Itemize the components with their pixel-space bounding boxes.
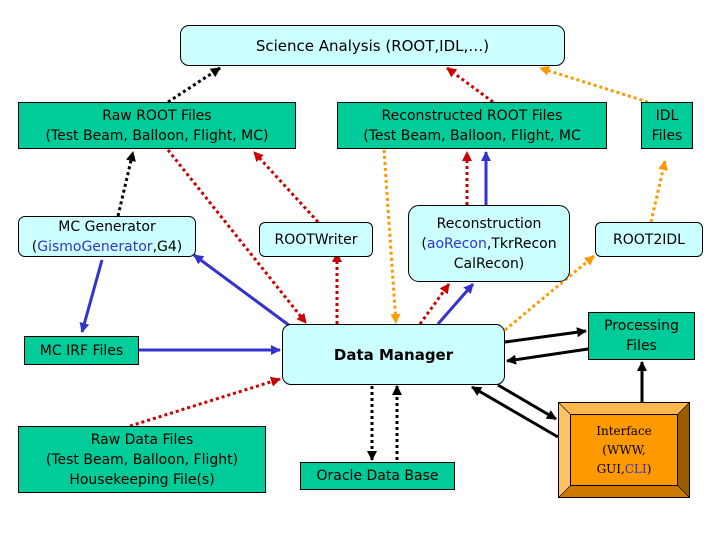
recon-root-files-node: Reconstructed ROOT Files (Test Beam, Bal… [337, 102, 607, 149]
interface-node: Interface (WWW, GUI,CLI) [558, 402, 690, 498]
gismo-generator-text: GismoGenerator [37, 238, 153, 255]
arrow-interface-to-data-manager [471, 385, 559, 439]
interface-title: Interface [596, 423, 652, 438]
aorecon-text: aoRecon [426, 235, 487, 252]
root2idl-node: ROOT2IDL [595, 222, 703, 257]
reconstruction-title: Reconstruction [436, 215, 542, 232]
raw-root-files-node: Raw ROOT Files (Test Beam, Balloon, Flig… [18, 102, 296, 149]
raw-root-files-detail: (Test Beam, Balloon, Flight, MC) [45, 127, 269, 144]
recon-root-files-detail: (Test Beam, Balloon, Flight, MC [363, 127, 581, 144]
mc-irf-files-label: MC IRF Files [39, 342, 124, 359]
science-analysis-label: Science Analysis (ROOT,IDL,…) [255, 36, 490, 55]
reconstruction-detail: (aoRecon,TkrRecon [421, 234, 556, 254]
reconstruction-rest: ,TkrRecon [486, 235, 557, 252]
recon-root-files-title: Reconstructed ROOT Files [381, 107, 563, 124]
root2idl-label: ROOT2IDL [613, 231, 685, 248]
mc-generator-node: MC Generator (GismoGenerator,G4) [18, 216, 196, 257]
reconstruction-open: ( [421, 235, 427, 252]
interface-bevel [558, 402, 690, 498]
idl-files-detail: Files [651, 127, 683, 144]
arrow-recon-root-files-to-science-analysis [446, 66, 494, 104]
arrow-mc-generator-to-raw-root-files [116, 151, 136, 217]
arrow-raw-data-files-to-data-manager [129, 376, 281, 428]
arrow-root2idl-to-idl-files [649, 160, 668, 223]
mc-generator-detail: (GismoGenerator,G4) [32, 237, 182, 257]
mc-generator-title: MC Generator [58, 218, 156, 235]
arrow-raw-root-files-to-science-analysis [167, 66, 221, 104]
interface-close: ) [646, 461, 652, 476]
arrow-idl-files-to-science-analysis [539, 65, 649, 104]
root-writer-node: ROOTWriter [259, 222, 373, 257]
interface-face: Interface (WWW, GUI,CLI) [570, 414, 678, 486]
processing-files-title: Processing [604, 318, 679, 334]
interface-gui: GUI, [596, 461, 625, 476]
arrow-data-manager-to-root2idl [504, 254, 595, 332]
idl-files-title: IDL [655, 107, 679, 124]
arrow-data-manager-to-reconstruction [418, 283, 451, 325]
interface-cli: CLI [624, 461, 647, 476]
arrow-data-manager-to-mc-generator [193, 253, 291, 328]
reconstruction-node: Reconstruction (aoRecon,TkrRecon CalReco… [408, 205, 570, 282]
arrow-data-manager-to-interface [497, 383, 557, 421]
mc-generator-open: ( [31, 238, 38, 255]
arrow-data-manager-to-reconstruction [436, 283, 475, 325]
science-analysis-node: Science Analysis (ROOT,IDL,…) [180, 25, 565, 66]
arrow-data-manager-to-processing-files [504, 327, 587, 344]
reconstruction-detail-2: CalRecon) [453, 255, 525, 272]
raw-data-files-detail-2: Housekeeping File(s) [69, 471, 215, 488]
arrow-raw-root-files-to-data-manager [166, 149, 308, 324]
mc-irf-files-node: MC IRF Files [24, 336, 139, 365]
processing-files-node: Processing Files [588, 312, 695, 360]
arrow-processing-files-to-data-manager [506, 347, 589, 365]
raw-data-files-node: Raw Data Files (Test Beam, Balloon, Flig… [18, 426, 266, 493]
raw-data-files-detail: (Test Beam, Balloon, Flight) [45, 451, 239, 468]
arrow-root-writer-to-raw-root-files [252, 150, 320, 224]
data-manager-label: Data Manager [333, 345, 454, 364]
interface-detail-2: GUI,CLI) [597, 460, 652, 479]
arrow-recon-root-files-to-data-manager [382, 149, 401, 324]
oracle-db-node: Oracle Data Base [300, 462, 455, 490]
raw-data-files-title: Raw Data Files [90, 431, 194, 448]
oracle-db-label: Oracle Data Base [316, 468, 439, 484]
mc-generator-rest: ,G4) [152, 238, 183, 255]
processing-files-detail: Files [626, 338, 657, 354]
data-manager-node: Data Manager [282, 324, 505, 385]
interface-detail: (WWW, [602, 442, 646, 457]
arrow-mc-generator-to-mc-irf-files [79, 259, 104, 333]
raw-root-files-title: Raw ROOT Files [102, 107, 212, 124]
idl-files-node: IDL Files [641, 102, 693, 149]
root-writer-label: ROOTWriter [274, 231, 358, 248]
